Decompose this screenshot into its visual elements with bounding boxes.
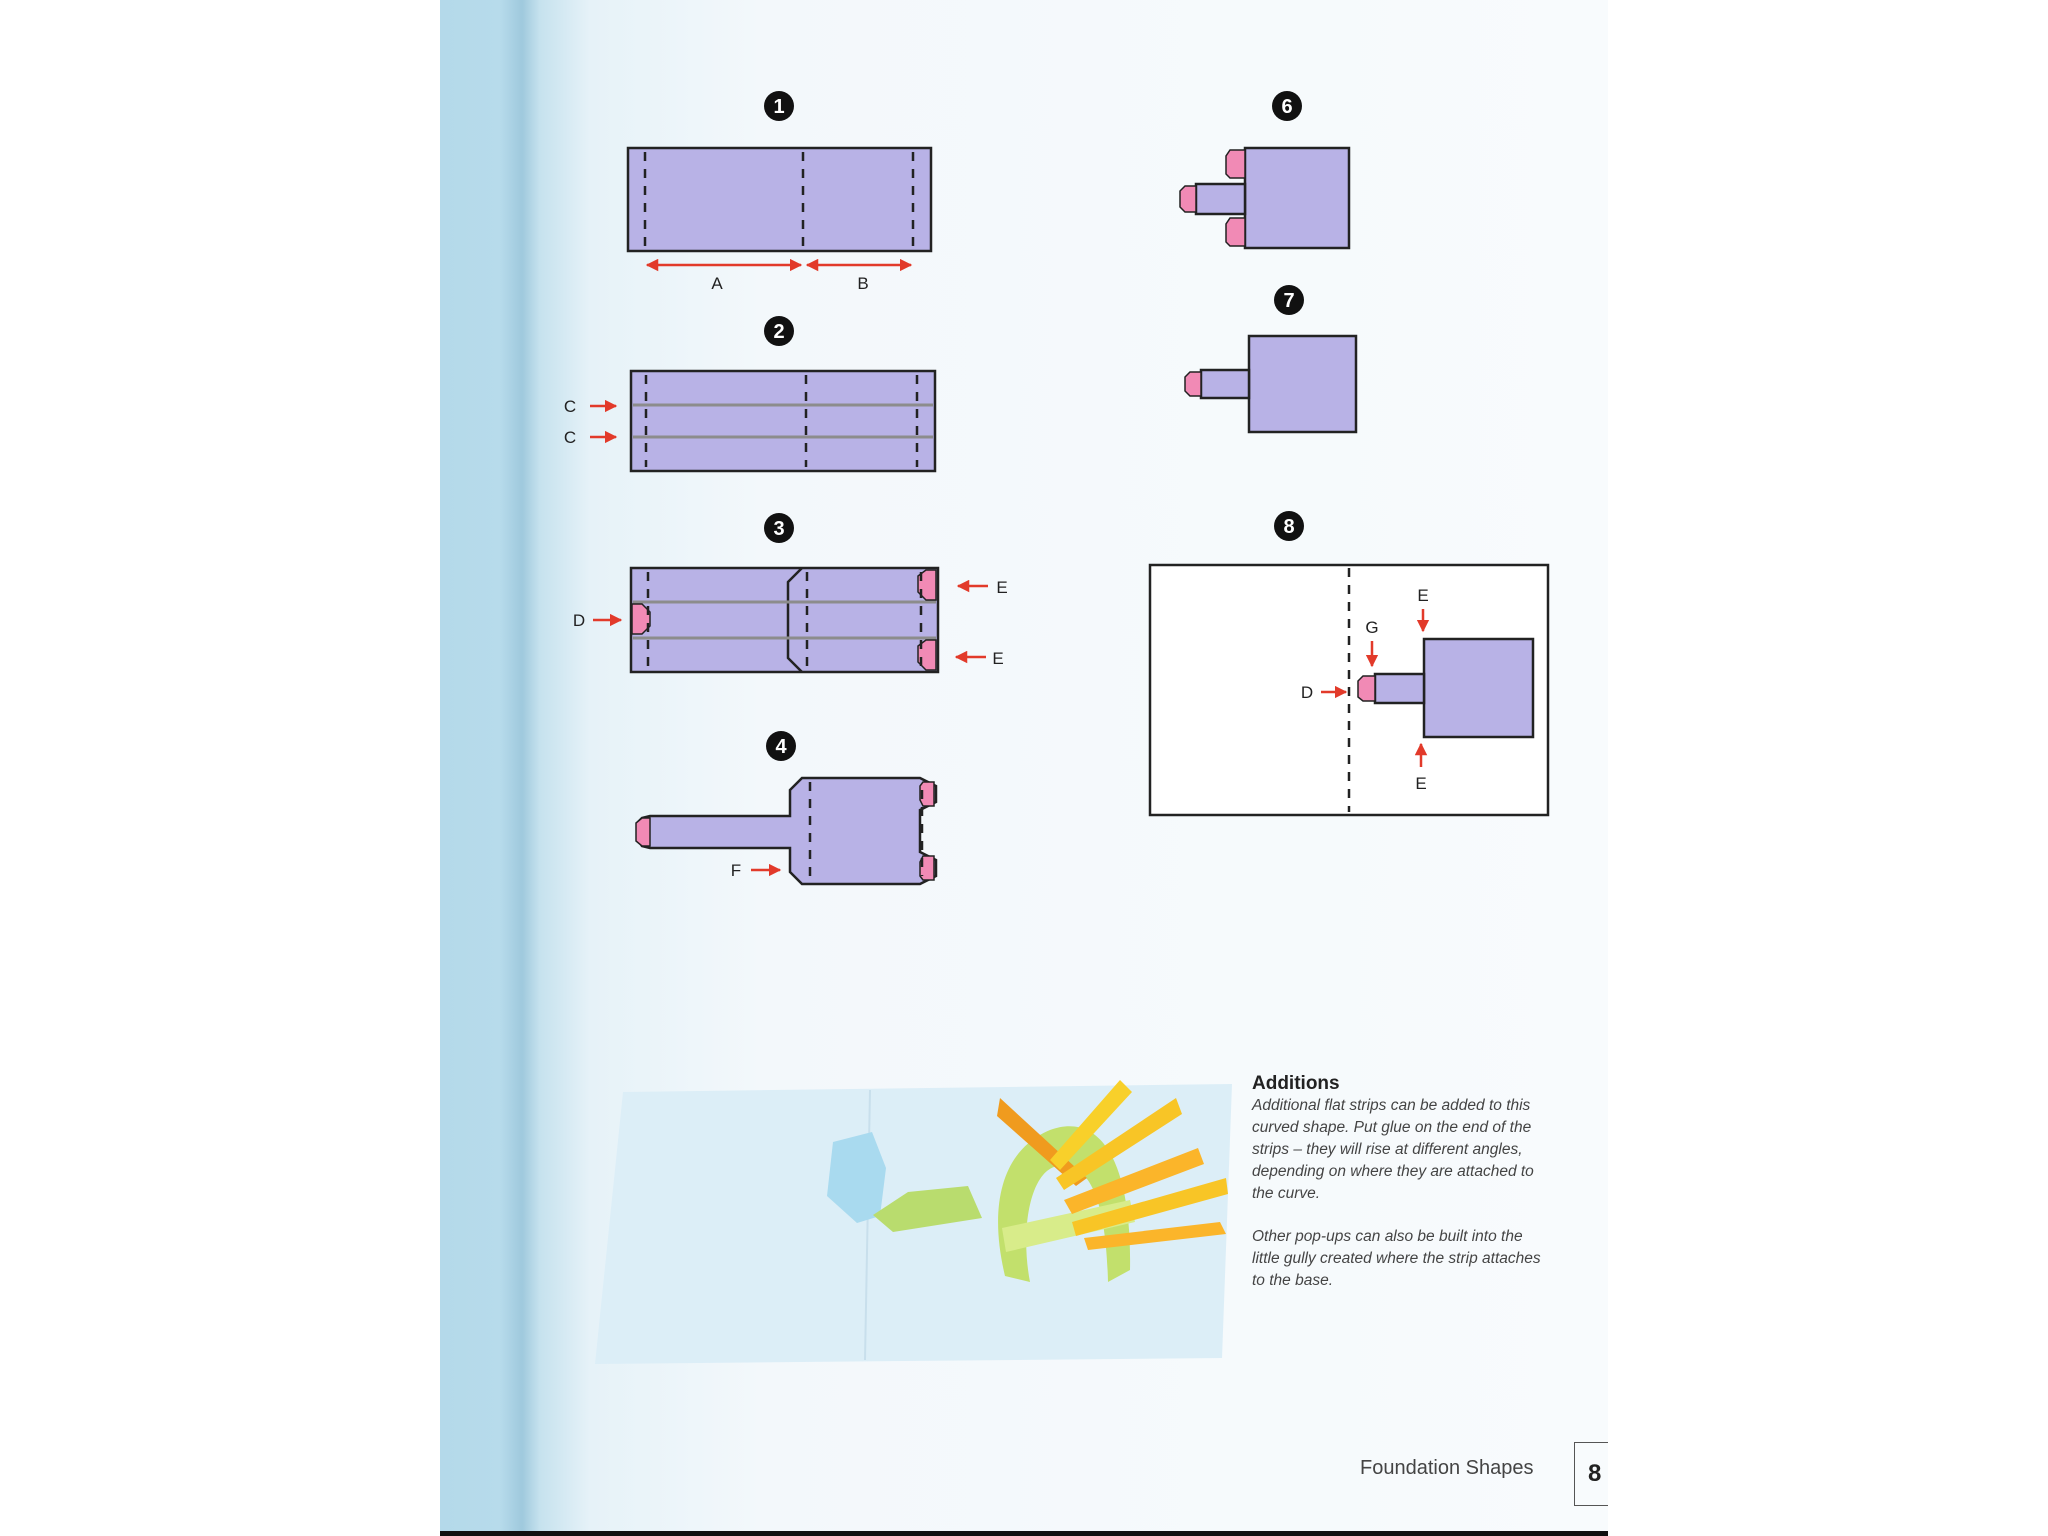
glue-tab <box>635 817 651 847</box>
label-c: C <box>564 428 576 447</box>
book-page: 1 A B 2 C C 3 D <box>440 0 1608 1536</box>
label-e: E <box>1415 774 1426 793</box>
blue-block <box>827 1132 886 1223</box>
label-g: G <box>1365 618 1378 637</box>
label-e: E <box>992 649 1003 668</box>
paper-strip <box>629 369 937 473</box>
glue-tab <box>631 603 651 635</box>
green-strip <box>873 1186 982 1232</box>
step-number: 1 <box>773 96 784 118</box>
page-bottom-edge <box>440 1531 1608 1536</box>
glue-tab <box>1179 185 1197 213</box>
step-4-diagram: 4 F <box>635 731 938 886</box>
folded-strip <box>636 776 938 886</box>
folded-box <box>1247 334 1358 434</box>
yellow-strip <box>1072 1178 1228 1236</box>
step-6-diagram: 6 <box>1179 91 1351 250</box>
step-number-badge <box>1272 91 1302 121</box>
label-d: D <box>1301 683 1313 702</box>
popup-photo <box>595 1080 1232 1364</box>
strip <box>1194 182 1247 216</box>
label-e: E <box>996 578 1007 597</box>
glue-tab <box>919 855 935 881</box>
folded-box <box>1243 146 1351 250</box>
step-3-diagram: 3 D E E <box>573 513 1008 674</box>
folded-edge <box>786 567 803 673</box>
step-number-badge <box>1274 285 1304 315</box>
step-number: 7 <box>1283 290 1294 312</box>
additions-paragraph: Additional flat strips can be added to t… <box>1252 1097 1534 1202</box>
folded-box <box>1422 637 1535 739</box>
additions-text: Additions Additional flat strips can be … <box>1252 1073 1552 1313</box>
glue-tab <box>1357 675 1376 702</box>
label-f: F <box>731 861 741 880</box>
arch-side <box>1002 1200 1135 1252</box>
paper-strip <box>629 566 940 674</box>
yellow-strip <box>1050 1080 1132 1170</box>
strip <box>1373 672 1426 705</box>
label-b: B <box>857 274 868 293</box>
step-number: 4 <box>775 736 787 758</box>
step-8-diagram: 8 E G D E <box>1148 511 1550 817</box>
label-c: C <box>564 397 576 416</box>
step-number: 3 <box>773 518 784 540</box>
running-footer-title: Foundation Shapes <box>1360 1457 1534 1479</box>
yellow-strip <box>1064 1148 1204 1214</box>
step-number: 8 <box>1283 516 1294 538</box>
additions-paragraph: Other pop-ups can also be built into the… <box>1252 1228 1541 1289</box>
page-number: 8 <box>1588 1460 1602 1487</box>
paper-strip <box>626 146 933 253</box>
label-d: D <box>573 611 585 630</box>
glue-tab <box>917 569 937 601</box>
page-number-box <box>1574 1442 1608 1506</box>
yellow-strip <box>1056 1098 1182 1190</box>
instruction-diagrams: 1 A B 2 C C 3 D <box>564 91 1550 1364</box>
step-1-diagram: 1 A B <box>626 91 933 293</box>
step-number-badge <box>1274 511 1304 541</box>
strip <box>1199 368 1251 400</box>
step-7-diagram: 7 <box>1184 285 1358 434</box>
step-number: 2 <box>773 321 784 343</box>
additions-heading: Additions <box>1252 1073 1340 1094</box>
step-number-badge <box>764 513 794 543</box>
glue-tab <box>1225 149 1246 179</box>
label-a: A <box>711 274 723 293</box>
glue-tab <box>1225 217 1246 247</box>
glue-tab <box>1184 371 1202 397</box>
step-number: 6 <box>1281 96 1292 118</box>
label-e: E <box>1417 586 1428 605</box>
glue-tab <box>917 639 937 671</box>
step-number-badge <box>764 316 794 346</box>
step-number-badge <box>764 91 794 121</box>
step-2-diagram: 2 C C <box>564 316 937 473</box>
glue-tab <box>919 781 935 807</box>
yellow-strip <box>1084 1222 1226 1250</box>
step-number-badge <box>766 731 796 761</box>
